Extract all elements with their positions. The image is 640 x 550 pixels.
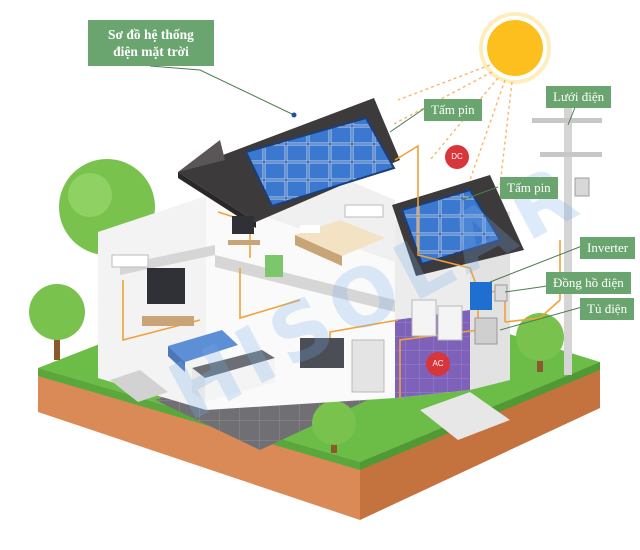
utility-pole [532, 100, 602, 375]
ac-tag: AC [426, 352, 450, 376]
inverter-device [470, 282, 492, 310]
bed [295, 220, 385, 266]
solar-panel-side [400, 188, 502, 266]
label-pointers [149, 65, 583, 331]
fridge [351, 339, 385, 393]
label-panel-top: Tấm pin [424, 99, 482, 121]
desk [228, 216, 260, 245]
label-meter: Đồng hồ điện [546, 272, 631, 294]
sun [479, 12, 551, 84]
tree-small-left [29, 284, 85, 360]
label-panel-side: Tấm pin [500, 177, 558, 199]
washing-machine [411, 299, 437, 337]
sun-rays [391, 64, 513, 186]
air-conditioner-lower [111, 254, 149, 268]
tree-right [516, 313, 564, 372]
label-grid: Lưới điện [546, 86, 612, 108]
meter-device [494, 284, 508, 302]
dryer [437, 305, 463, 341]
label-cabinet: Tủ điện [580, 298, 635, 320]
tree-front [312, 401, 356, 453]
kitchen-counter [192, 350, 275, 402]
stairs [110, 370, 168, 402]
title-line-2: điện mặt trời [113, 44, 189, 59]
chair [265, 255, 283, 277]
sofa [168, 330, 238, 372]
title-line-1: Sơ đồ hệ thống [108, 27, 194, 42]
air-conditioner-upper [344, 204, 384, 218]
diagram-title: Sơ đồ hệ thống điện mặt trời [88, 20, 214, 66]
dc-tag: DC [445, 145, 469, 169]
tv [147, 268, 185, 304]
tv-cabinet [142, 316, 194, 326]
solar-panel-main [244, 116, 396, 208]
label-inverter: Inverter [580, 237, 636, 259]
stove [300, 338, 344, 368]
cabinet-device [474, 317, 498, 345]
walkway [420, 392, 510, 440]
